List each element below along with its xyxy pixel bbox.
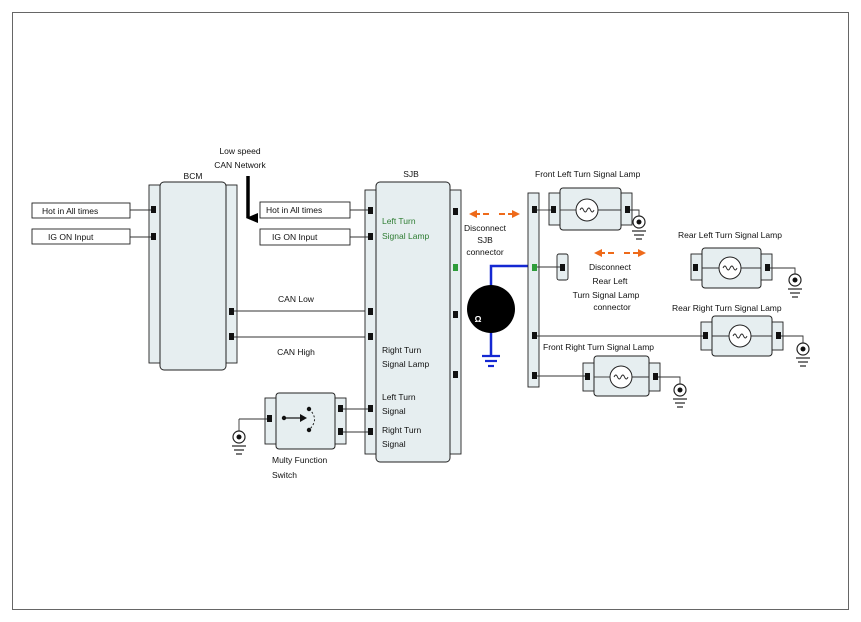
- rear-right-lamp: [700, 315, 784, 357]
- disconnect-rl-line4: connector: [593, 302, 630, 312]
- can-low-label: CAN Low: [278, 294, 315, 304]
- sjb-left-turn-signal-line1: Left Turn: [382, 392, 416, 402]
- meter-lead-top: [489, 264, 534, 287]
- front-left-lamp-label: Front Left Turn Signal Lamp: [535, 169, 641, 179]
- low-speed-label-line1: Low speed: [219, 146, 260, 156]
- rear-left-lamp: [690, 247, 773, 289]
- disconnect-rl-line2: Rear Left: [593, 276, 629, 286]
- disconnect-sjb-line3: connector: [466, 247, 503, 257]
- disconnect-sjb-line2: SJB: [477, 235, 493, 245]
- sjb-right-turn-lamp-line2: Signal Lamp: [382, 359, 430, 369]
- sjb-right-turn-signal-line1: Right Turn: [382, 425, 421, 435]
- bcm-module: [148, 181, 238, 371]
- ohmmeter: [467, 285, 515, 333]
- sjb-label: SJB: [403, 169, 419, 179]
- bcm-hot-input-box: [31, 202, 131, 219]
- can-high-label: CAN High: [277, 347, 315, 357]
- low-speed-label-line2: CAN Network: [214, 160, 266, 170]
- sjb-hot-input-label: Hot in All times: [266, 205, 322, 215]
- rear-right-ground-symbol: [796, 342, 810, 367]
- bcm-ig-input-box: [31, 228, 131, 245]
- mfs-label-line2: Switch: [272, 470, 297, 480]
- front-left-lamp: [548, 187, 633, 231]
- mfs-ground-symbol: [232, 430, 246, 455]
- sjb-right-turn-signal-line2: Signal: [382, 439, 406, 449]
- sjb-module: [364, 181, 462, 463]
- sjb-ig-input-label: IG ON Input: [272, 232, 318, 242]
- diagram-frame: [12, 12, 849, 610]
- front-right-lamp: [582, 355, 661, 397]
- lamp-connector-bar: [527, 192, 540, 388]
- sjb-right-turn-lamp-line1: Right Turn: [382, 345, 421, 355]
- rear-left-lamp-label: Rear Left Turn Signal Lamp: [678, 230, 782, 240]
- sjb-left-turn-signal-line2: Signal: [382, 406, 406, 416]
- front-right-lamp-label: Front Right Turn Signal Lamp: [543, 342, 654, 352]
- disconnect-sjb-line1: Disconnect: [464, 223, 507, 233]
- front-right-ground-symbol: [673, 383, 687, 408]
- mfs-label-line1: Multy Function: [272, 455, 328, 465]
- sjb-left-turn-lamp-line2: Signal Lamp: [382, 231, 430, 241]
- bcm-ig-input-label: IG ON Input: [48, 232, 94, 242]
- multi-function-switch: [264, 392, 347, 450]
- disconnect-rl-line3: Turn Signal Lamp: [573, 290, 640, 300]
- meter-ground-symbol: [482, 354, 500, 368]
- bcm-label: BCM: [184, 171, 203, 181]
- ohmmeter-symbol: Ω: [475, 314, 482, 324]
- rear-right-lamp-label: Rear Right Turn Signal Lamp: [672, 303, 782, 313]
- sjb-left-turn-lamp-line1: Left Turn: [382, 216, 416, 226]
- disconnect-rl-line1: Disconnect: [589, 262, 632, 272]
- front-left-ground-symbol: [632, 215, 646, 240]
- bcm-hot-input-label: Hot in All times: [42, 206, 98, 216]
- rear-left-ground-symbol: [788, 273, 802, 298]
